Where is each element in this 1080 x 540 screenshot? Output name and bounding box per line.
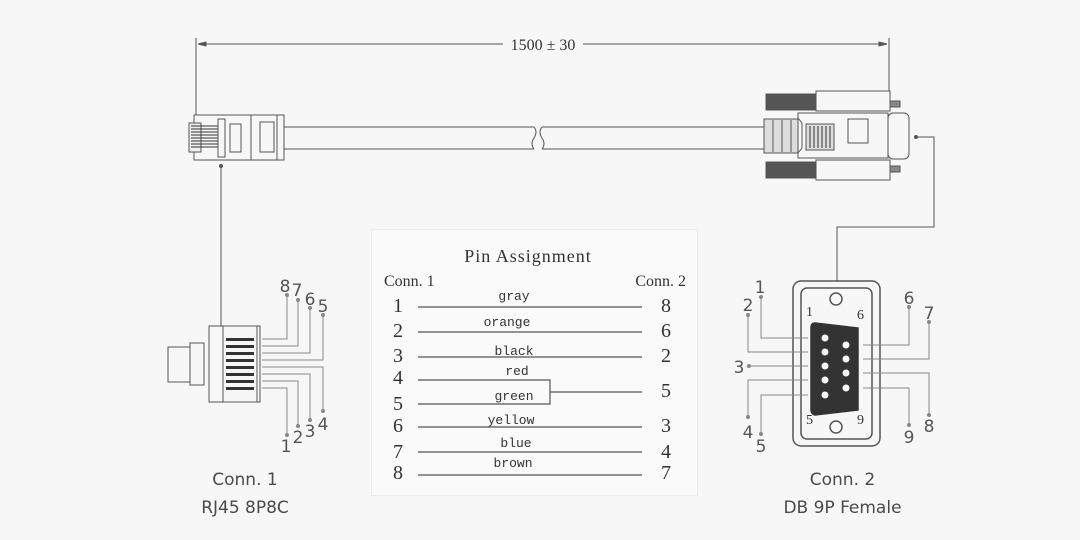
conn1-caption: Conn. 1 RJ45 8P8C bbox=[180, 470, 310, 518]
rj45-pin-label: 3 bbox=[305, 422, 316, 442]
pin-table-right-pin: 8 bbox=[661, 295, 671, 317]
db9-pin-label: 4 bbox=[743, 423, 754, 443]
pin-table-wires bbox=[418, 306, 642, 476]
pin-table-left-pin: 6 bbox=[393, 415, 403, 437]
pin-table-wire-color: yellow bbox=[488, 413, 535, 428]
pin-table-wire-color: red bbox=[505, 364, 528, 379]
db9-pin-label: 7 bbox=[924, 304, 935, 324]
db9-callout-line bbox=[836, 136, 935, 281]
rj45-pin-label: 1 bbox=[281, 437, 292, 457]
dimension-line bbox=[195, 38, 890, 118]
conn2-title: Conn. 2 bbox=[809, 470, 876, 490]
db9-pin-leaders bbox=[747, 298, 930, 434]
pin-table-wire-color: orange bbox=[484, 315, 531, 330]
conn1-title: Conn. 1 bbox=[212, 470, 278, 490]
pin-table-right-pin: 4 bbox=[661, 441, 671, 463]
db9-connector-side bbox=[763, 90, 910, 181]
pin-table-wire-color: green bbox=[494, 389, 533, 404]
pin-table-left-pin: 7 bbox=[393, 441, 403, 463]
db9-pin-holes bbox=[821, 334, 850, 399]
pin-table-wire-color: blue bbox=[500, 436, 531, 451]
rj45-plug-front bbox=[167, 325, 261, 403]
cable bbox=[284, 126, 764, 150]
db9-face bbox=[792, 280, 881, 447]
rj45-plug-side bbox=[188, 114, 285, 161]
db9-pin-label: 5 bbox=[756, 437, 767, 457]
pin-table-left-header: Conn. 1 bbox=[384, 273, 435, 290]
pin-table-right-header: Conn. 2 bbox=[635, 273, 686, 290]
db9-pin-label: 1 bbox=[755, 278, 766, 298]
db9-pin-dots bbox=[746, 295, 931, 436]
conn2-subtitle: DB 9P Female bbox=[783, 498, 902, 518]
pin-table-wire-color: brown bbox=[493, 456, 532, 471]
conn2-caption: Conn. 2 DB 9P Female bbox=[770, 470, 915, 518]
rj45-pin-label: 2 bbox=[293, 428, 304, 448]
pin-table-left-pin: 1 bbox=[393, 295, 403, 317]
db9-pin-label: 9 bbox=[904, 428, 915, 448]
db9-face-label-br: 9 bbox=[857, 413, 864, 428]
pin-table-left-pin: 3 bbox=[393, 345, 403, 367]
pin-table-left-pin: 5 bbox=[393, 393, 403, 415]
pin-table-left-pin: 8 bbox=[393, 462, 403, 484]
db9-face-label-bl: 5 bbox=[806, 413, 813, 428]
db9-face-label-tl: 1 bbox=[806, 305, 813, 320]
db9-pin-label: 3 bbox=[734, 358, 745, 378]
conn1-subtitle: RJ45 8P8C bbox=[201, 498, 289, 518]
pin-table-right-pin: 2 bbox=[661, 345, 671, 367]
db9-pin-label: 6 bbox=[904, 289, 915, 309]
db9-pin-label: 8 bbox=[924, 417, 935, 437]
rj45-pin-label: 4 bbox=[318, 415, 329, 435]
rj45-pin-label: 7 bbox=[292, 281, 303, 301]
pin-table-right-pin: 7 bbox=[661, 462, 671, 484]
db9-pin-label: 2 bbox=[743, 296, 754, 316]
pin-table-left-pin: 4 bbox=[393, 367, 403, 389]
rj45-pin-label: 5 bbox=[318, 297, 329, 317]
pin-table-right-pin: 5 bbox=[661, 380, 671, 402]
pin-table-right-pin: 6 bbox=[661, 320, 671, 342]
rj45-pin-dots bbox=[285, 293, 325, 437]
dimension-label: 1500 ± 30 bbox=[511, 37, 576, 54]
pin-table-right-pin: 3 bbox=[661, 415, 671, 437]
pin-table-left-pin: 2 bbox=[393, 320, 403, 342]
rj45-pin-label: 6 bbox=[305, 290, 316, 310]
pin-table-title: Pin Assignment bbox=[464, 246, 592, 266]
db9-face-label-tr: 6 bbox=[857, 308, 864, 323]
rj45-pin-leaders bbox=[262, 296, 324, 434]
pin-table-wire-color: gray bbox=[498, 289, 529, 304]
rj45-pin-label: 8 bbox=[280, 277, 291, 297]
pin-table-wire-color: black bbox=[494, 344, 533, 359]
